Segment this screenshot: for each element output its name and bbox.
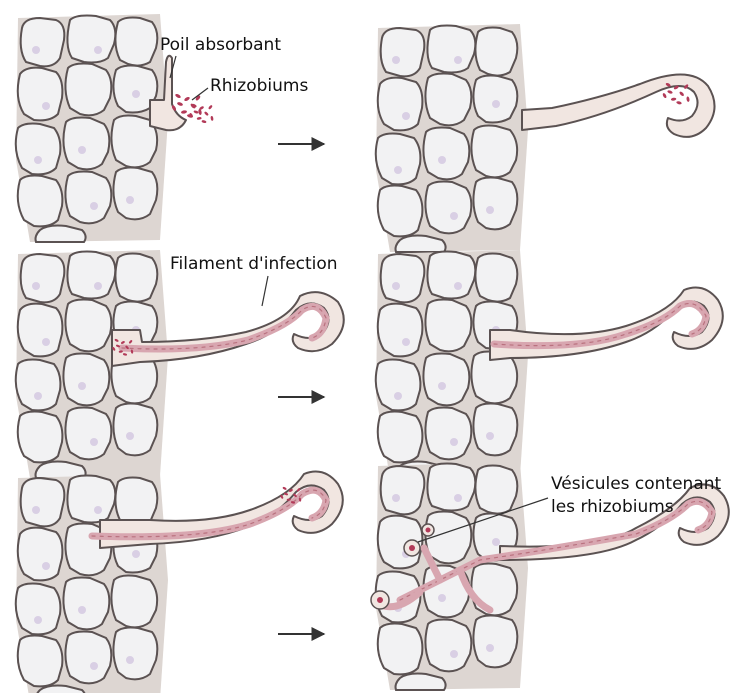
panel-2-root-hair-curling bbox=[376, 24, 715, 252]
panel-4-infection-thread-growth bbox=[376, 250, 723, 478]
label-rhizobia: Rhizobiums bbox=[210, 76, 308, 96]
panel-3-infection-thread-start bbox=[16, 250, 344, 478]
label-infection-thread: Filament d'infection bbox=[170, 254, 338, 274]
panel-6-vesicles-released bbox=[371, 462, 729, 690]
panel-5-thread-enters-cortex bbox=[16, 472, 343, 693]
label-vesicles-line1: Vésicules contenant bbox=[551, 474, 722, 494]
label-vesicles-line2: les rhizobiums bbox=[551, 497, 674, 517]
label-root-hair: Poil absorbant bbox=[160, 35, 281, 55]
curled-root-hair bbox=[522, 74, 715, 136]
